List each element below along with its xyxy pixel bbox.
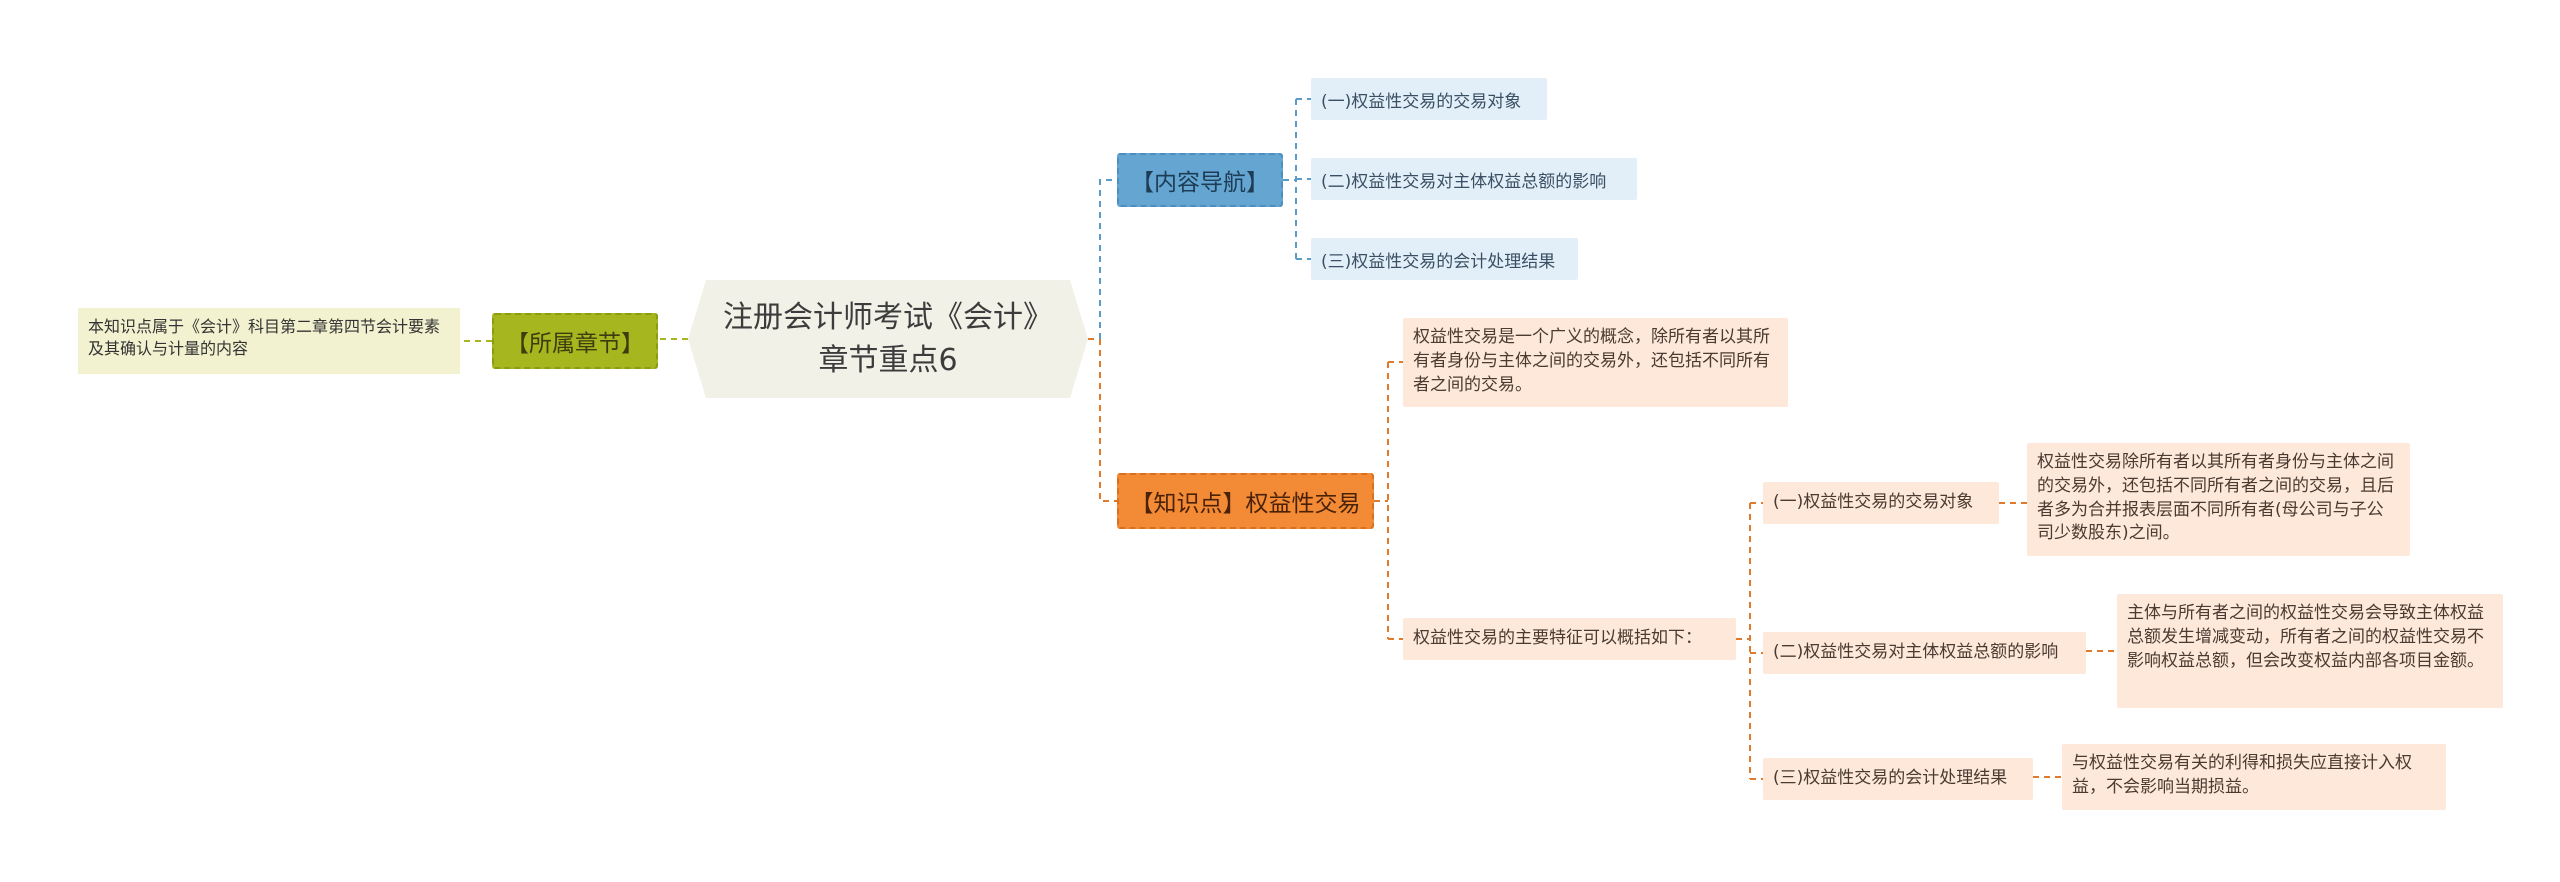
chapter-description[interactable]: 本知识点属于《会计》科目第二章第四节会计要素及其确认与计量的内容 (78, 308, 460, 374)
feature-detail[interactable]: 主体与所有者之间的权益性交易会导致主体权益总额发生增减变动，所有者之间的权益性交… (2117, 594, 2503, 708)
knowledge-point-node[interactable]: 【知识点】权益性交易 (1117, 473, 1374, 529)
nav-item[interactable]: (二)权益性交易对主体权益总额的影响 (1311, 158, 1637, 200)
feature-title[interactable]: (三)权益性交易的会计处理结果 (1763, 758, 2033, 800)
feature-title[interactable]: (二)权益性交易对主体权益总额的影响 (1763, 632, 2086, 674)
features-node[interactable]: 权益性交易的主要特征可以概括如下： (1403, 618, 1736, 660)
definition-node[interactable]: 权益性交易是一个广义的概念，除所有者以其所有者身份与主体之间的交易外，还包括不同… (1403, 318, 1788, 407)
root-title-line2: 章节重点6 (818, 343, 958, 378)
chapter-node[interactable]: 【所属章节】 (492, 313, 658, 369)
feature-detail[interactable]: 权益性交易除所有者以其所有者身份与主体之间的交易外，还包括不同所有者之间的交易，… (2027, 443, 2410, 556)
feature-title[interactable]: (一)权益性交易的交易对象 (1763, 482, 1999, 524)
chapter-description-text: 本知识点属于《会计》科目第二章第四节会计要素及其确认与计量的内容 (88, 317, 441, 359)
nav-item[interactable]: (一)权益性交易的交易对象 (1311, 78, 1547, 120)
root-topic[interactable]: 注册会计师考试《会计》章节重点6 (688, 280, 1088, 398)
content-nav-node[interactable]: 【内容导航】 (1117, 153, 1283, 207)
feature-detail[interactable]: 与权益性交易有关的利得和损失应直接计入权益，不会影响当期损益。 (2062, 744, 2446, 810)
nav-item[interactable]: (三)权益性交易的会计处理结果 (1311, 238, 1578, 280)
root-title-line1: 注册会计师考试《会计》 (723, 299, 1053, 335)
